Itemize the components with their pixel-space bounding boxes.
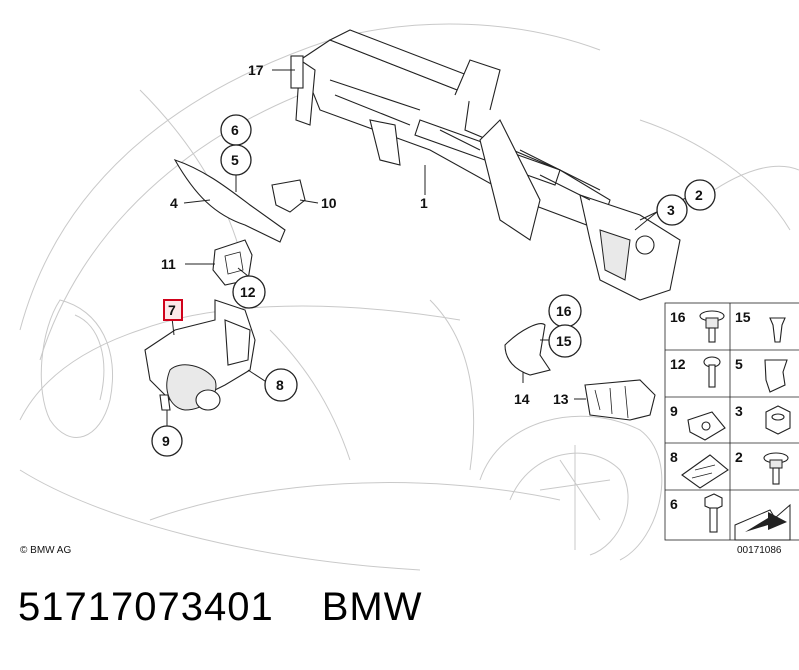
part-14 [504, 323, 551, 376]
legend-label-2: 2 [735, 449, 743, 465]
callout-6: 6 [220, 114, 252, 146]
hex-bolt-icon [704, 493, 723, 533]
callout-17: 17 [248, 62, 264, 78]
callout-4: 4 [170, 195, 178, 211]
legend-label-16: 16 [670, 309, 686, 325]
legend-label-8: 8 [670, 449, 678, 465]
callout-11: 11 [161, 256, 176, 272]
svg-text:14: 14 [514, 391, 530, 407]
callout-9: 9 [151, 425, 183, 457]
callout-14: 14 [514, 391, 530, 407]
legend-label-12: 12 [670, 356, 686, 372]
expanding-rivet-icon [769, 317, 786, 343]
clip-10 [271, 179, 306, 213]
direction-arrow-icon [734, 503, 791, 541]
sheet-nut-icon [681, 454, 729, 489]
svg-text:16: 16 [556, 303, 572, 319]
svg-text:10: 10 [321, 195, 337, 211]
cross-car-beam [295, 29, 681, 301]
svg-text:13: 13 [553, 391, 569, 407]
legend-label-9: 9 [670, 403, 678, 419]
svg-text:12: 12 [240, 284, 256, 300]
callout-10: 10 [321, 195, 337, 211]
bolt-icon [703, 356, 721, 388]
callout-1: 1 [420, 195, 428, 211]
duct-assembly [144, 299, 256, 411]
svg-text:8: 8 [276, 377, 284, 393]
part-number: 51717073401 [18, 585, 274, 629]
callout-5: 5 [220, 144, 252, 176]
legend-label-3: 3 [735, 403, 743, 419]
nut-clip-icon [764, 359, 788, 393]
svg-text:11: 11 [161, 256, 176, 272]
callout-8: 8 [264, 368, 298, 402]
callout-12: 12 [232, 275, 266, 309]
svg-text:15: 15 [556, 333, 572, 349]
parts-diagram: 17 1 2 3 6 5 4 10 11 12 7 8 9 [19, 23, 799, 571]
svg-text:17: 17 [248, 62, 264, 78]
trim-4 [173, 159, 286, 243]
callout-13: 13 [553, 391, 569, 407]
drawing-number: 00171086 [737, 545, 782, 556]
bracket-17 [290, 55, 304, 89]
svg-text:9: 9 [162, 433, 170, 449]
svg-text:7: 7 [168, 302, 176, 318]
legend-label-6: 6 [670, 496, 678, 512]
svg-text:5: 5 [231, 152, 239, 168]
svg-text:4: 4 [170, 195, 178, 211]
fastener-legend: 16 15 12 5 9 3 8 2 6 [664, 302, 799, 541]
callout-2: 2 [684, 179, 716, 211]
svg-text:6: 6 [231, 122, 239, 138]
part-caption: 51717073401 BMW [18, 585, 422, 630]
part-13 [584, 379, 656, 421]
callout-16: 16 [548, 294, 582, 328]
spring-clip-icon [687, 411, 726, 441]
svg-text:2: 2 [695, 187, 703, 203]
copyright-text: © BMW AG [20, 545, 71, 556]
screw-icon [699, 310, 725, 343]
callout-7-highlighted: 7 [163, 299, 183, 321]
brand-name: BMW [321, 585, 423, 629]
svg-text:1: 1 [420, 195, 428, 211]
flange-bolt-icon [763, 452, 789, 485]
hex-nut-icon [765, 405, 791, 435]
svg-text:3: 3 [667, 202, 675, 218]
legend-label-5: 5 [735, 356, 743, 372]
callout-3: 3 [656, 194, 688, 226]
legend-label-15: 15 [735, 309, 751, 325]
callout-15: 15 [548, 324, 582, 358]
